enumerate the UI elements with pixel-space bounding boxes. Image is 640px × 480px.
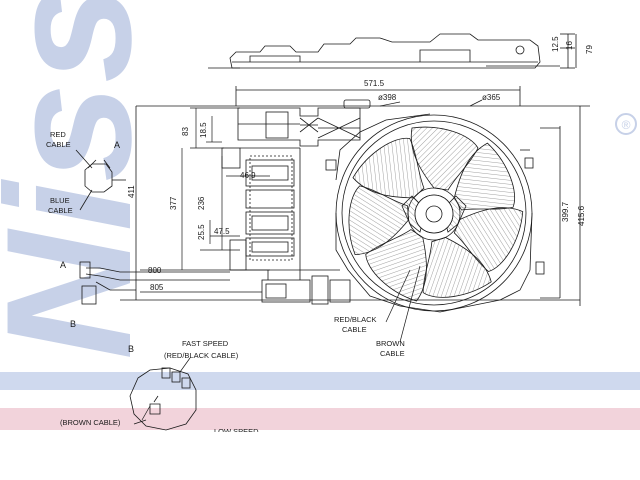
dim-12-5: 12.5 <box>551 36 560 52</box>
marker-b-side: B <box>70 319 76 329</box>
label-brown-1: BROWN <box>376 339 405 348</box>
drawing-lines <box>120 33 590 313</box>
detail-b-drawing <box>129 367 197 431</box>
dim-dia-365: ø365 <box>482 93 501 102</box>
marker-b-detail: B <box>128 344 134 354</box>
dim-lines <box>140 99 483 293</box>
dimension-labels: 571.5 ø398 ø365 83 18.5 46.9 377 236 411… <box>127 36 594 292</box>
dim-411: 411 <box>127 185 136 198</box>
label-red-black-1: RED/BLACK <box>334 315 377 324</box>
dim-dia-398: ø398 <box>378 93 397 102</box>
dim-805: 805 <box>150 283 164 292</box>
label-fast-speed-2: (RED/BLACK CABLE) <box>164 351 239 360</box>
hub-cover <box>414 194 454 234</box>
marker-a-top: A <box>114 140 120 150</box>
label-blue-cable-2: CABLE <box>48 206 73 215</box>
cable-labels: RED CABLE A BLUE CABLE A B RED/BLACK CAB… <box>46 130 405 427</box>
watermark-brand: Nissens <box>0 0 168 360</box>
dim-46-9: 46.9 <box>240 171 256 180</box>
dim-236: 236 <box>197 196 206 210</box>
label-red-black-2: CABLE <box>342 325 367 334</box>
bottom-connector <box>261 270 351 305</box>
marker-a-side: A <box>60 260 66 270</box>
dim-415-6: 415.6 <box>577 205 586 226</box>
dim-571-5: 571.5 <box>364 79 385 88</box>
label-blue-cable-1: BLUE <box>50 196 70 205</box>
hub-center <box>425 205 443 223</box>
low-speed-clip: LOW SPEED <box>214 427 259 436</box>
dim-83: 83 <box>181 127 190 136</box>
dim-16: 16 <box>565 41 574 50</box>
wiring <box>75 149 230 305</box>
band-blue-fill <box>0 372 640 390</box>
dim-25-5: 25.5 <box>197 224 206 240</box>
resistor-housing <box>221 99 371 271</box>
dim-47-5: 47.5 <box>214 227 230 236</box>
fan-shroud <box>325 113 545 313</box>
label-low-speed: LOW SPEED <box>214 427 259 436</box>
dim-800: 800 <box>148 266 162 275</box>
dim-18-5: 18.5 <box>199 122 208 138</box>
label-red-cable-1: RED <box>50 130 66 139</box>
dim-399-7: 399.7 <box>561 201 570 222</box>
label-brown-cable-paren: (BROWN CABLE) <box>60 418 121 427</box>
top-side-view <box>208 33 577 69</box>
label-brown-2: CABLE <box>380 349 405 358</box>
svg-text:®: ® <box>622 118 631 132</box>
watermark-registered: ® <box>615 113 637 135</box>
label-fast-speed-1: FAST SPEED <box>182 339 229 348</box>
label-red-cable-2: CABLE <box>46 140 71 149</box>
dim-79: 79 <box>585 45 594 54</box>
leaders <box>141 265 421 421</box>
dim-377: 377 <box>169 196 178 210</box>
